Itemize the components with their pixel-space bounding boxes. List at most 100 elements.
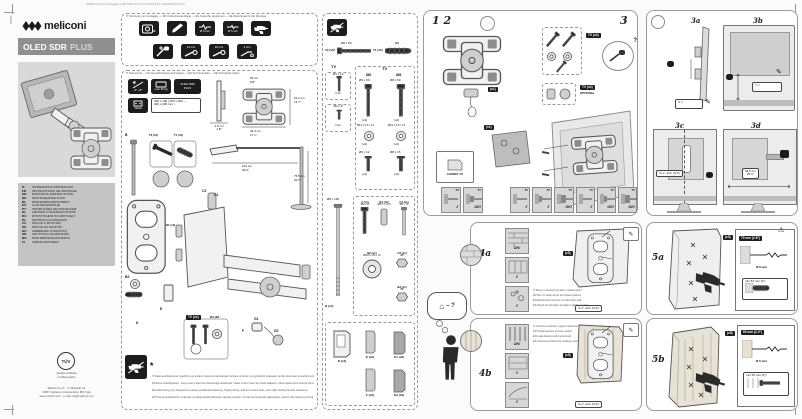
- t2-screw-dim: Ø8 x 60: [341, 41, 352, 45]
- tv-screws-tag: TV (x4): [186, 315, 201, 321]
- step5b-bit-label: Ø 5 mm: [756, 359, 768, 363]
- hw-3-label: B2 (x1): [367, 251, 377, 255]
- extension-height-cm: 75.5 cm: [294, 174, 305, 178]
- strap-qty-tag: (x1): [488, 87, 498, 93]
- tv-stand-3d: [741, 203, 775, 213]
- panel-tv-label: TV: [455, 188, 459, 192]
- tv-small-group-label: TV: [331, 64, 337, 69]
- wall-type-panel: OK!: [505, 228, 529, 254]
- wood-stud-marking-drawing: [576, 324, 624, 384]
- drill-bit-concrete-icon: Ø 8 mm: [195, 21, 215, 36]
- part-label-b1: B1 (x2): [166, 223, 176, 227]
- step-5a-box: 5a (x5) ⚠ 70 mm (2.8″) Ø 8 mm min 52 mm …: [646, 222, 798, 315]
- panel-mark: ✗: [524, 205, 528, 209]
- tv-small-part-2: Ø4 x 8 (x4): [325, 104, 351, 132]
- p6-2-qty: (x4): [362, 142, 368, 146]
- phillips-screwdriver-icon: [153, 44, 173, 59]
- hex-key-icon: 4 mm: [237, 44, 257, 59]
- crop-mark: [12, 4, 13, 14]
- address-line-3: www.meliconi.com - e-mail: info@meliconi…: [39, 395, 94, 398]
- step-group-marker: [651, 15, 665, 29]
- step5b-depth-tag: 60 mm (2.4″): [741, 330, 765, 336]
- panel-mark: ✗: [589, 205, 593, 209]
- wrench-13-icon: 13 mm: [181, 44, 201, 59]
- step-group-marker: [480, 16, 495, 31]
- front-top-in: 9.8″: [250, 79, 256, 84]
- part-label-c2: C2: [202, 189, 207, 193]
- step-5b-label: 5b: [652, 355, 665, 365]
- lang-label: INSTRUÇÕES DE MONTAGEM: [32, 206, 77, 211]
- tv-spacer-panel: TV ✗: [441, 187, 461, 213]
- side-view-drawing: 4.5 cm 1.8″: [208, 79, 230, 135]
- step3d-dim-in: 25.0″: [746, 172, 754, 177]
- plastic-e-label: E (x2): [365, 355, 375, 359]
- lang-label: ΟΔΗΓΙΕΣ ΣΥΝΑΡΜΟΛΟΓΗΣΗΣ: [32, 210, 76, 215]
- exploded-note-fr: FR Écrou autobloquant : conçu pour évite…: [152, 382, 314, 385]
- extension-height-in: 29.7″: [294, 177, 301, 182]
- front-width-in: 17.1″: [250, 132, 257, 137]
- tv-screws-box: TV Ø6 Ø8 Ø6 x 50 (x4) Ø6.4 x 13 x 1.5 (x…: [355, 66, 415, 190]
- step5b-qty-tag: (x5): [725, 331, 735, 337]
- step-3c-label: 3c: [675, 121, 685, 130]
- wall-question-bubble: ⌂ – ?: [427, 292, 467, 320]
- panel-mark: ✗: [455, 205, 459, 209]
- extension-width-cm: 103 cm: [242, 164, 252, 168]
- panel-mark: OK!: [607, 205, 614, 209]
- steps-1-2-3-box: 1 2 (x1) 3 TV (x4) TV (x4): [423, 10, 638, 216]
- panel-tv-label: TV: [568, 188, 572, 192]
- step3-tv-tag: TV (x4): [586, 33, 601, 39]
- step4a-note-2: EN Reinforced concrete or solid brick wa…: [533, 299, 582, 302]
- pencil-3b: ✎: [776, 69, 782, 76]
- wrench-13-label: 13 mm: [186, 45, 196, 50]
- plate-slot: [682, 145, 691, 173]
- lang-label: INSTRUCTIONS DE MONTAGE: [32, 188, 77, 193]
- tv-small-part-1: Ø4 x 12 (x4): [325, 72, 351, 100]
- meliconi-diamonds-icon: [22, 20, 42, 32]
- p8-1-drawing: [396, 84, 406, 117]
- lang-code: FI: [22, 239, 25, 244]
- lang-code: NL: [22, 199, 27, 204]
- steps-3a-3d-box: 3a X = ✎ 3b Y = ✎ 3c X+Y−1cm (0.4″): [646, 10, 798, 216]
- tech-header: IT Dati tecnici — FR Caractéristiques te…: [126, 72, 240, 75]
- tv-bottom-3d: [724, 196, 796, 201]
- wood-drilling-drawing: [668, 326, 727, 408]
- lang-code: PL: [22, 217, 26, 222]
- front-width-cm: 43.4 cm: [250, 129, 261, 133]
- part-label-t2: T2 (x5): [149, 133, 159, 137]
- hw-4-dim: Ø8: [400, 254, 404, 257]
- print-reference-line: 480866 Istruzioni Montaggio OLED SDR PLU…: [86, 3, 185, 6]
- p8-1-qty: (x4): [394, 118, 400, 122]
- extension-drawing: [206, 141, 314, 213]
- wrench-10-icon: 10 mm: [209, 44, 229, 59]
- tv-small-2-dim: Ø4 x 8: [333, 104, 343, 108]
- tv-stand-3c: [667, 203, 701, 213]
- step3c-dim-label: X+Y−1cm (0.4″): [656, 170, 684, 178]
- p8-2-dim: Ø8.4 x 13 x 1.5: [388, 124, 405, 127]
- col-label-o6: Ø6: [366, 72, 372, 77]
- tv-small-1-dim: Ø4 x 12: [332, 72, 344, 76]
- lang-label: GUÍA DE MONTAJE: [32, 203, 60, 208]
- col-label-o8: Ø8: [396, 72, 402, 77]
- step3d-dim-label: 63.5 cm 25.0″: [742, 168, 759, 179]
- x-value-box: X =: [675, 99, 703, 109]
- bolt-b-dim: Ø8 x 160: [327, 197, 340, 201]
- step5a-min-box: min 52 mm (2″): [742, 278, 788, 300]
- tv-small-2-qty: (x4): [335, 123, 341, 128]
- drill-bit-detail: [740, 246, 787, 264]
- plastic-item-d: D (x1): [330, 329, 354, 363]
- hand-tighten-hint: ?: [602, 38, 637, 71]
- t1-anchor-label: T1 (x5): [373, 48, 383, 52]
- step5a-bit-label: Ø 8 mm: [756, 265, 768, 269]
- front-height-cm: 32.2 cm: [294, 96, 305, 100]
- part-label-f: F: [242, 329, 245, 333]
- bubble-dot: [436, 320, 443, 327]
- y-value-box: Y =: [752, 82, 782, 92]
- tilt-angle-icon: -4° +8°: [128, 79, 148, 94]
- tools-header: IT Strumenti per montaggio — FR Outils d…: [126, 15, 267, 18]
